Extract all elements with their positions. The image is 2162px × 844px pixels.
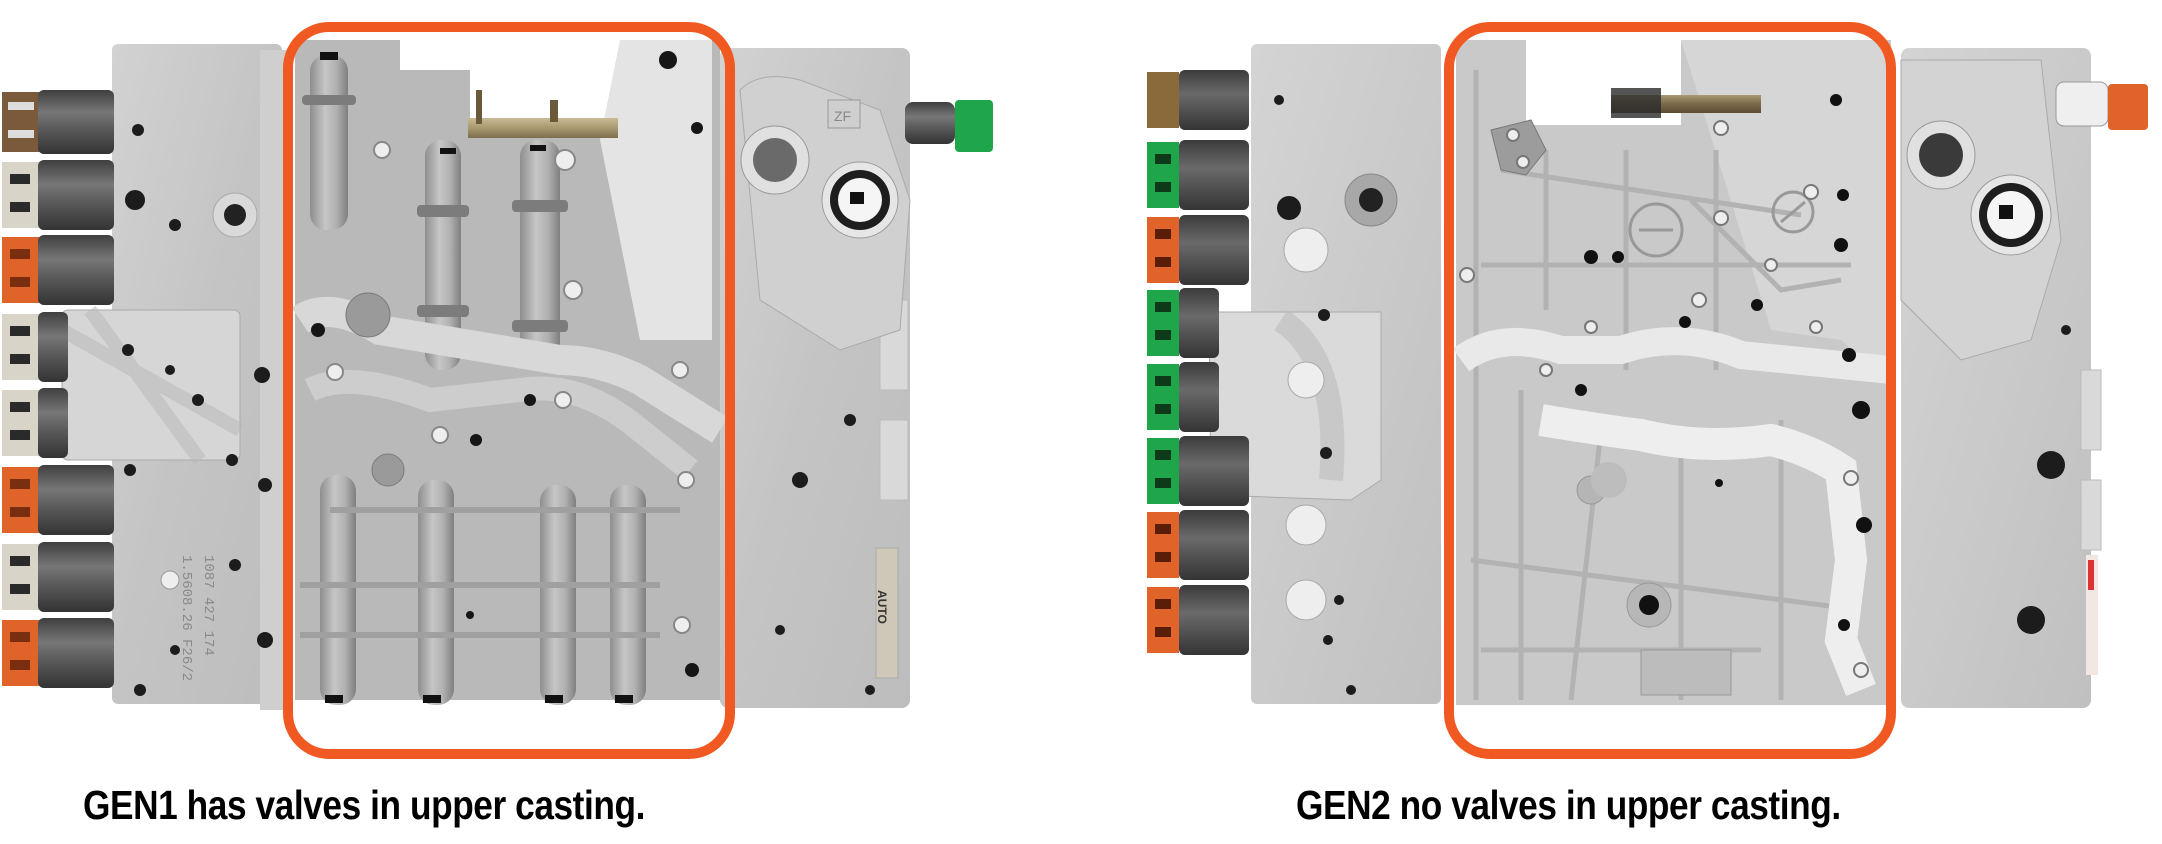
svg-text:ZF: ZF — [834, 108, 851, 124]
solenoid — [2, 160, 114, 230]
valve-spool — [520, 140, 560, 370]
svg-text:1087 427 174: 1087 427 174 — [200, 555, 216, 656]
gen2-upper-casting — [1452, 40, 1893, 705]
solenoid — [2, 388, 68, 458]
valve-spool — [418, 480, 454, 705]
solenoid — [1147, 215, 1249, 285]
gen1-valve-body-photo: 1087 427 174 1.5608.26 F26/2 ZF AUTO — [2, 40, 993, 710]
solenoid — [1147, 288, 1219, 358]
solenoid — [2, 618, 114, 688]
gen2-valve-body-photo — [1147, 40, 2148, 708]
solenoid — [2, 465, 114, 535]
svg-text:AUTO: AUTO — [875, 590, 889, 624]
gen2-pump-housing — [1900, 59, 2148, 675]
solenoid — [1147, 585, 1249, 655]
gen1-panel: 1087 427 174 1.5608.26 F26/2 ZF AUTO — [2, 22, 993, 828]
gen1-selector-shaft — [468, 118, 618, 138]
solenoid — [2, 312, 68, 382]
solenoid — [2, 542, 114, 612]
gen1-upper-casting — [291, 40, 728, 705]
gen2-panel: GEN2 no valves in upper casting. — [1081, 0, 2162, 844]
svg-text:1.5608.26 F26/2: 1.5608.26 F26/2 — [178, 555, 194, 681]
gen1-solenoid-stack — [2, 90, 114, 688]
gen1-pump-housing: ZF AUTO — [739, 76, 993, 695]
zf-logo-emblem — [827, 99, 861, 129]
gen2-caption: GEN2 no valves in upper casting. — [1296, 782, 1841, 828]
gen2-orange-connector — [2108, 84, 2148, 130]
solenoid — [2, 235, 114, 305]
gen2-solenoid-stack — [1147, 70, 1249, 655]
gen1-green-connector — [955, 100, 993, 152]
valve-spool — [320, 475, 356, 705]
valve-spool — [540, 485, 576, 705]
gen1-part-number-engraving: 1087 427 174 1.5608.26 F26/2 — [178, 555, 216, 681]
solenoid — [1147, 510, 1249, 580]
solenoid — [2, 90, 114, 154]
valve-spool — [310, 55, 348, 230]
solenoid — [1147, 140, 1249, 210]
solenoid — [1147, 70, 1249, 130]
solenoid — [1147, 436, 1249, 506]
valve-spool — [610, 485, 646, 705]
gen1-caption: GEN1 has valves in upper casting. — [83, 782, 645, 828]
solenoid — [1147, 362, 1219, 432]
